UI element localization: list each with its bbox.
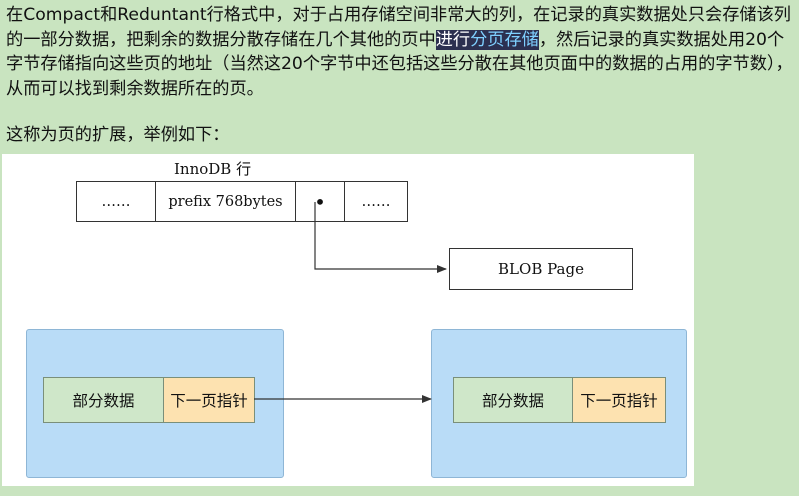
row-cell-prefix: prefix 768bytes bbox=[155, 181, 296, 222]
page-extension-figure: InnoDB 行 …… prefix 768bytes • …… BLOB Pa… bbox=[2, 154, 694, 486]
row-cell-pointer: • bbox=[295, 181, 345, 222]
page-2-pointer-cell: 下一页指针 bbox=[572, 377, 666, 423]
page-box-1: 部分数据 下一页指针 bbox=[26, 329, 284, 478]
row-cell-ellipsis-right: …… bbox=[344, 181, 408, 222]
intro-text-2: ，然后记录的真实数据处用20个字节存储指向这些页的地址（当然这20个字节中还包括… bbox=[6, 29, 793, 99]
page-box-2: 部分数据 下一页指针 bbox=[431, 329, 687, 478]
paged-storage-link[interactable]: 分页存储 bbox=[470, 29, 539, 50]
example-lead: 这称为页的扩展，举例如下： bbox=[6, 125, 230, 145]
innodb-row-label: InnoDB 行 bbox=[174, 160, 252, 178]
intro-paragraph: 在Compact和Reduntant行格式中，对于占用存储空间非常大的列，在记录… bbox=[6, 3, 796, 101]
page-2-data-cell: 部分数据 bbox=[453, 377, 573, 423]
page-1-pointer-cell: 下一页指针 bbox=[163, 377, 255, 423]
blob-page-box: BLOB Page bbox=[449, 248, 633, 290]
connector-lines bbox=[254, 202, 447, 403]
page-1-data-cell: 部分数据 bbox=[43, 377, 164, 423]
intro-text-1: 在Compact和Reduntant行格式中，对于占用存储空间非常大的列，在记录… bbox=[6, 5, 791, 50]
highlighted-text: 进行 bbox=[435, 29, 471, 50]
pointer-to-blob-arrow bbox=[314, 202, 447, 273]
